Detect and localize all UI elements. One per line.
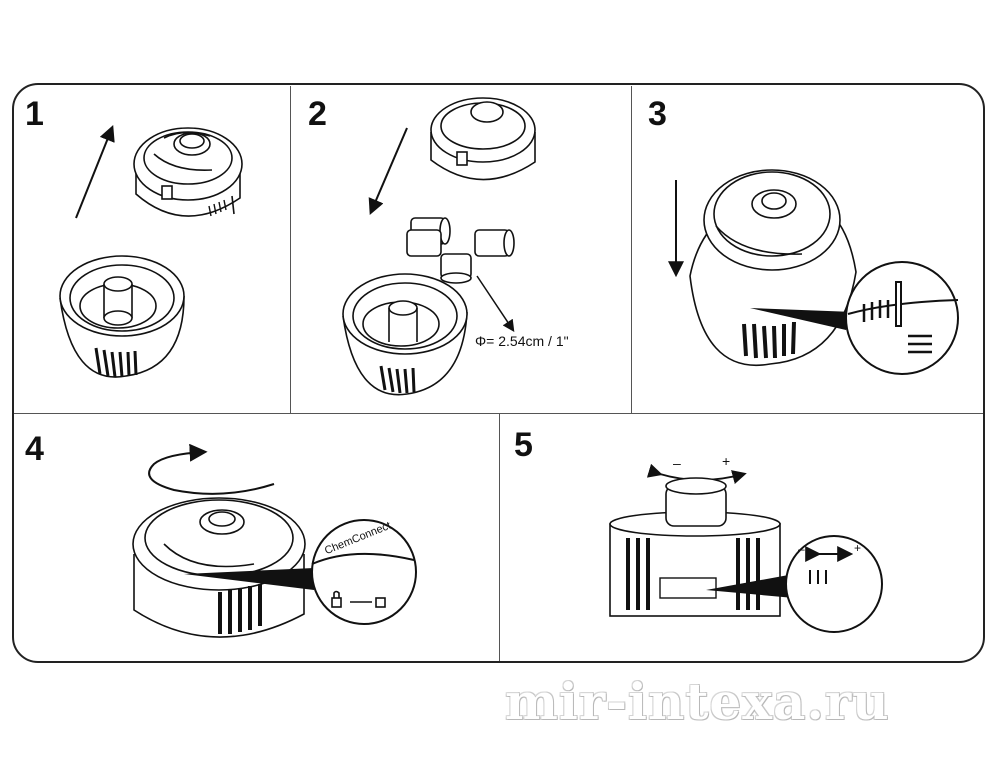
divider-2-3 <box>631 86 632 413</box>
zoom-callout <box>706 574 794 598</box>
step-3-illustration <box>668 169 959 375</box>
divider-4-5 <box>499 413 500 661</box>
dosage-scale <box>805 546 854 584</box>
step-number-5: 5 <box>514 426 533 464</box>
instruction-frame <box>12 83 985 663</box>
zoom-callout <box>750 308 854 330</box>
watermark: mir-intexa.ru <box>505 672 890 731</box>
step-number-4: 4 <box>25 430 44 468</box>
step-number-2: 2 <box>308 95 327 133</box>
assembled-dispenser <box>689 169 857 366</box>
insert-arrow <box>368 127 408 215</box>
dispenser-base <box>59 255 185 378</box>
divider-row <box>14 413 983 414</box>
dispenser-lid <box>430 97 536 181</box>
step-2-illustration <box>342 97 536 396</box>
twist-arrow <box>148 443 275 495</box>
scale-minus-sign: – <box>798 542 805 556</box>
step-5-illustration <box>609 463 883 633</box>
step-number-1: 1 <box>25 95 44 133</box>
dispenser-base <box>342 273 468 396</box>
divider-1-2 <box>290 86 291 413</box>
scale-plus-sign: + <box>854 541 862 555</box>
dimension-pointer <box>476 275 515 332</box>
step-1-illustration <box>59 125 243 378</box>
lift-arrow <box>75 125 115 219</box>
pipe-adapters <box>406 217 515 284</box>
step-number-3: 3 <box>648 95 667 133</box>
dial-minus-sign: – <box>673 455 681 471</box>
dimension-label: Φ= 2.54cm / 1" <box>475 333 569 349</box>
step-4-illustration <box>132 443 417 638</box>
detail-magnifier <box>845 261 959 375</box>
base-vent-slots <box>94 347 138 378</box>
dial-plus-sign: + <box>722 453 731 469</box>
dispenser-lid <box>133 127 243 217</box>
unlock-indicator <box>331 590 386 608</box>
zoom-callout <box>184 568 314 590</box>
